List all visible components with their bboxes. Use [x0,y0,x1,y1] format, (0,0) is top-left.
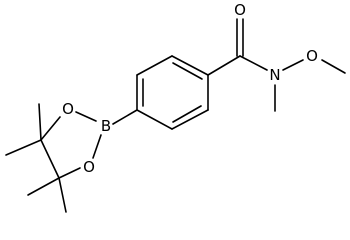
bond-o-upper-to-c [40,116,61,141]
methyl-bond-2 [5,139,42,156]
ring-inner-bond-1 [172,62,203,80]
ring-inner-bond-2 [172,105,202,123]
methyl-bond-3 [27,177,60,196]
atom-label-n: N [269,66,280,84]
methyl-bond-4 [58,177,67,213]
bond-ring-to-b [112,109,138,125]
bond-b-to-o-upper [75,111,97,122]
bond-o-to-methyl [321,59,346,74]
atom-labels: O N O B O O [62,1,318,176]
bond-o-lower-to-c [58,167,81,179]
methyl-bond-1 [38,103,42,141]
bond-carbonyl-to-n [239,55,268,71]
ring-bond-6 [136,55,173,76]
ring-bond-4 [136,109,173,130]
bond-lines [5,18,346,213]
bond-n-to-o [282,59,304,71]
bond-c-to-c [40,139,60,179]
atom-label-b: B [101,117,111,135]
atom-label-o-methoxy: O [306,47,318,65]
chemical-structure-diagram: O N O B O O [5,1,346,213]
ring-bond-1 [171,55,209,76]
atom-label-o-carbonyl: O [234,1,246,19]
bond-b-to-o-lower [92,134,102,159]
bond-ring-to-carbonyl [207,55,241,76]
atom-label-o-ring-lower: O [83,158,95,176]
atom-label-o-ring-upper: O [62,100,74,118]
ring-bond-3 [171,109,209,130]
